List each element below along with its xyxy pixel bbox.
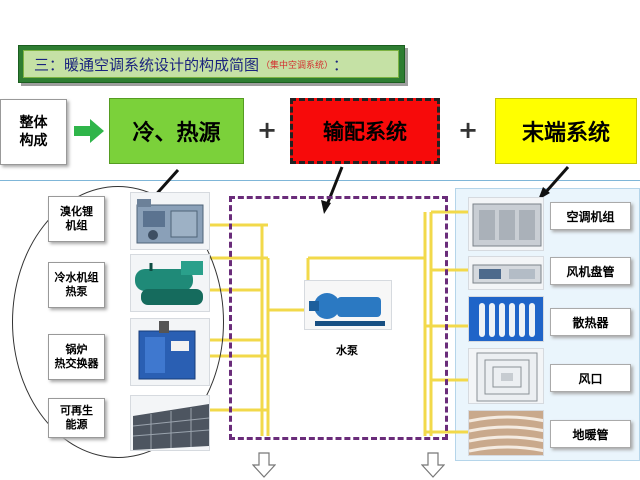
fan-coil-icon <box>468 256 544 290</box>
composition-label-line2: 构成 <box>19 133 48 149</box>
chiller-icon <box>130 192 210 250</box>
distribution-region <box>229 196 448 440</box>
heat-source-box: 冷、热源 <box>109 98 244 164</box>
radiator-icon <box>468 296 544 342</box>
terminal-label-radiator: 散热器 <box>550 308 631 336</box>
terminal-label-ahu: 空调机组 <box>550 202 631 230</box>
green-arrow-icon <box>74 119 104 143</box>
boiler-icon <box>130 318 210 386</box>
pump-label: 水泵 <box>336 344 358 357</box>
divider-line <box>0 180 640 181</box>
terminal-box: 末端系统 <box>495 98 637 164</box>
title-text: 三：暖通空调系统设计的构成简图 <box>34 55 260 74</box>
distribution-box: 输配系统 <box>290 98 440 164</box>
terminal-label-floor-heating: 地暖管 <box>550 420 631 448</box>
composition-label-box: 整体 构成 <box>0 99 67 165</box>
air-vent-icon <box>468 348 544 404</box>
source-label-boiler: 锅炉热交换器 <box>48 334 105 380</box>
source-label-renewable: 可再生能源 <box>48 398 105 438</box>
plus-sign: + <box>457 116 479 144</box>
page-title: 三：暖通空调系统设计的构成简图 （集中空调系统） ： <box>23 50 399 78</box>
source-label-chiller-heat-pump: 冷水机组热泵 <box>48 262 105 308</box>
heat-pump-icon <box>130 254 210 312</box>
plus-sign: + <box>256 116 278 144</box>
ahu-icon <box>468 197 544 251</box>
heat-source-group <box>12 186 224 458</box>
water-pump-icon <box>304 280 392 330</box>
down-arrow-icon <box>252 452 276 478</box>
floor-heating-icon <box>468 410 544 456</box>
terminal-label-fan-coil: 风机盘管 <box>550 257 631 285</box>
down-arrow-icon <box>421 452 445 478</box>
solar-panel-icon <box>130 395 210 451</box>
composition-label-line1: 整体 <box>19 115 48 131</box>
source-label-lithium-bromide: 溴化锂机组 <box>48 196 105 242</box>
terminal-label-air-vent: 风口 <box>550 364 631 392</box>
title-suffix: ： <box>333 55 349 74</box>
title-note: （集中空调系统） <box>261 60 334 71</box>
